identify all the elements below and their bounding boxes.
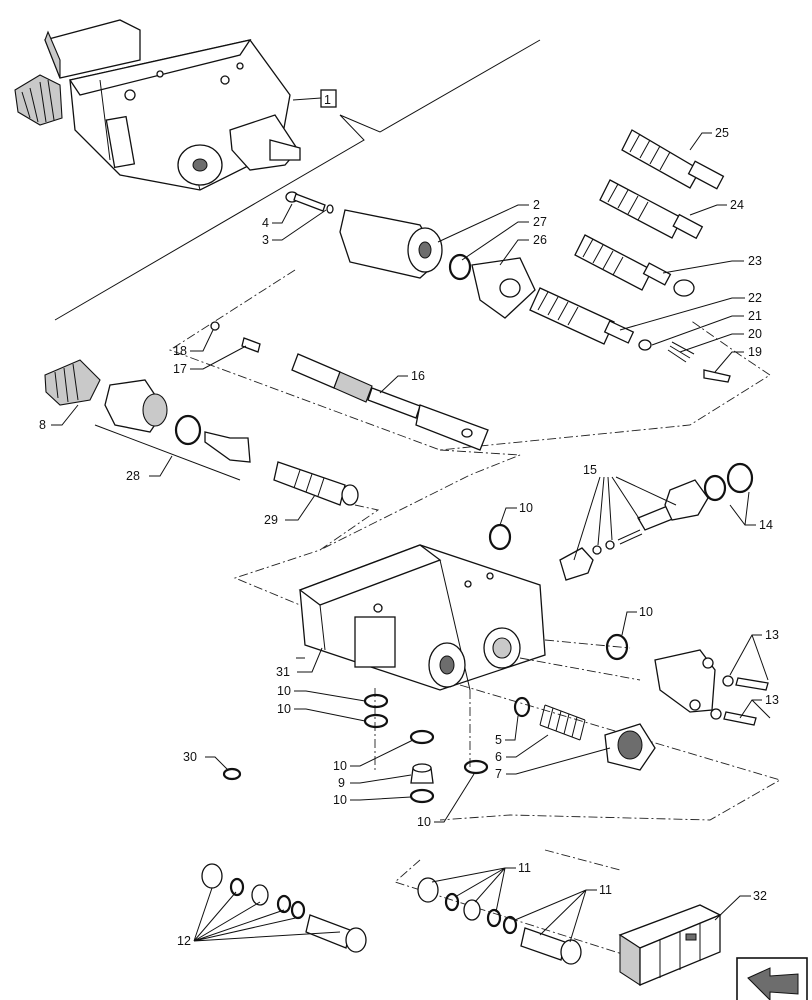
o-ring-10 — [409, 788, 435, 804]
spool-22 — [529, 287, 635, 345]
callout-24: 24 — [730, 198, 744, 212]
seal-kit-11 — [417, 877, 582, 965]
callout-12: 12 — [177, 934, 191, 948]
o-ring-10 — [409, 729, 435, 745]
o-ring-10 — [605, 633, 629, 661]
callout-16: 16 — [411, 369, 425, 383]
callout-28: 28 — [126, 469, 140, 483]
screw-4 — [285, 191, 334, 214]
callout-11: 11 — [599, 883, 612, 897]
o-ring-10 — [363, 713, 389, 729]
adjuster-nut — [104, 379, 168, 433]
boundary-line — [54, 114, 365, 321]
valve-29 — [204, 431, 359, 506]
o-ring-30 — [222, 767, 242, 781]
callout-25: 25 — [715, 126, 729, 140]
callout-21: 21 — [748, 309, 762, 323]
callout-4: 4 — [262, 216, 269, 230]
cover-13 — [654, 649, 769, 726]
callout-32: 32 — [753, 889, 767, 903]
o-ring-10 — [463, 759, 489, 775]
callout-31: 31 — [276, 665, 290, 679]
callout-13: 13 — [765, 693, 779, 707]
callout-22: 22 — [748, 291, 762, 305]
callout-10: 10 — [333, 793, 347, 807]
spool-25 — [621, 129, 725, 190]
kit-crate-32 — [618, 904, 722, 987]
leader-lines — [51, 132, 771, 943]
callout-2: 2 — [533, 198, 540, 212]
spool-23 — [574, 234, 695, 297]
callout-9: 9 — [338, 776, 345, 790]
small-parts-19-21 — [638, 339, 731, 383]
boundary-line — [339, 39, 541, 133]
callout-30: 30 — [183, 750, 197, 764]
callout-5: 5 — [495, 733, 502, 747]
callout-10: 10 — [277, 684, 291, 698]
valve-body-31 — [298, 544, 546, 691]
cap-2 — [339, 209, 443, 279]
callout-26: 26 — [533, 233, 547, 247]
callout-11: 11 — [518, 861, 531, 875]
o-ring-14 — [726, 462, 754, 494]
callout-10: 10 — [277, 702, 291, 716]
knob-8 — [44, 359, 101, 406]
spool-24 — [599, 179, 704, 240]
callout-7: 7 — [495, 767, 502, 781]
callout-10: 10 — [417, 815, 431, 829]
callout-14: 14 — [759, 518, 773, 532]
callout-10: 10 — [639, 605, 653, 619]
plug-7 — [604, 723, 656, 771]
callout-1: 1 — [324, 93, 331, 107]
callout-10: 10 — [333, 759, 347, 773]
callout-10: 10 — [519, 501, 533, 515]
o-ring-28 — [174, 414, 202, 446]
callout-20: 20 — [748, 327, 762, 341]
callout-15: 15 — [583, 463, 597, 477]
callout-27: 27 — [533, 215, 547, 229]
spring-6 — [539, 704, 586, 741]
spool-16 — [210, 321, 489, 451]
seal-kit-12 — [201, 863, 367, 953]
callout-23: 23 — [748, 254, 762, 268]
callout-8: 8 — [39, 418, 46, 432]
o-ring-10 — [363, 693, 389, 709]
arrow-back-icon[interactable] — [736, 957, 808, 1000]
callout-17: 17 — [173, 362, 187, 376]
callout-19: 19 — [748, 345, 762, 359]
callout-18: 18 — [173, 344, 187, 358]
callout-13: 13 — [765, 628, 779, 642]
seal-27 — [448, 253, 472, 281]
o-ring-10 — [488, 523, 512, 551]
callout-29: 29 — [264, 513, 278, 527]
o-ring-14 — [703, 474, 727, 502]
callout-labels: 1 2 3 4 5 6 7 8 9 10 10 10 10 10 10 10 1… — [39, 93, 779, 948]
adjuster-15 — [559, 479, 709, 581]
snap-ring-5 — [513, 696, 531, 718]
callout-6: 6 — [495, 750, 502, 764]
callout-3: 3 — [262, 233, 269, 247]
valve-assembly — [14, 19, 301, 191]
